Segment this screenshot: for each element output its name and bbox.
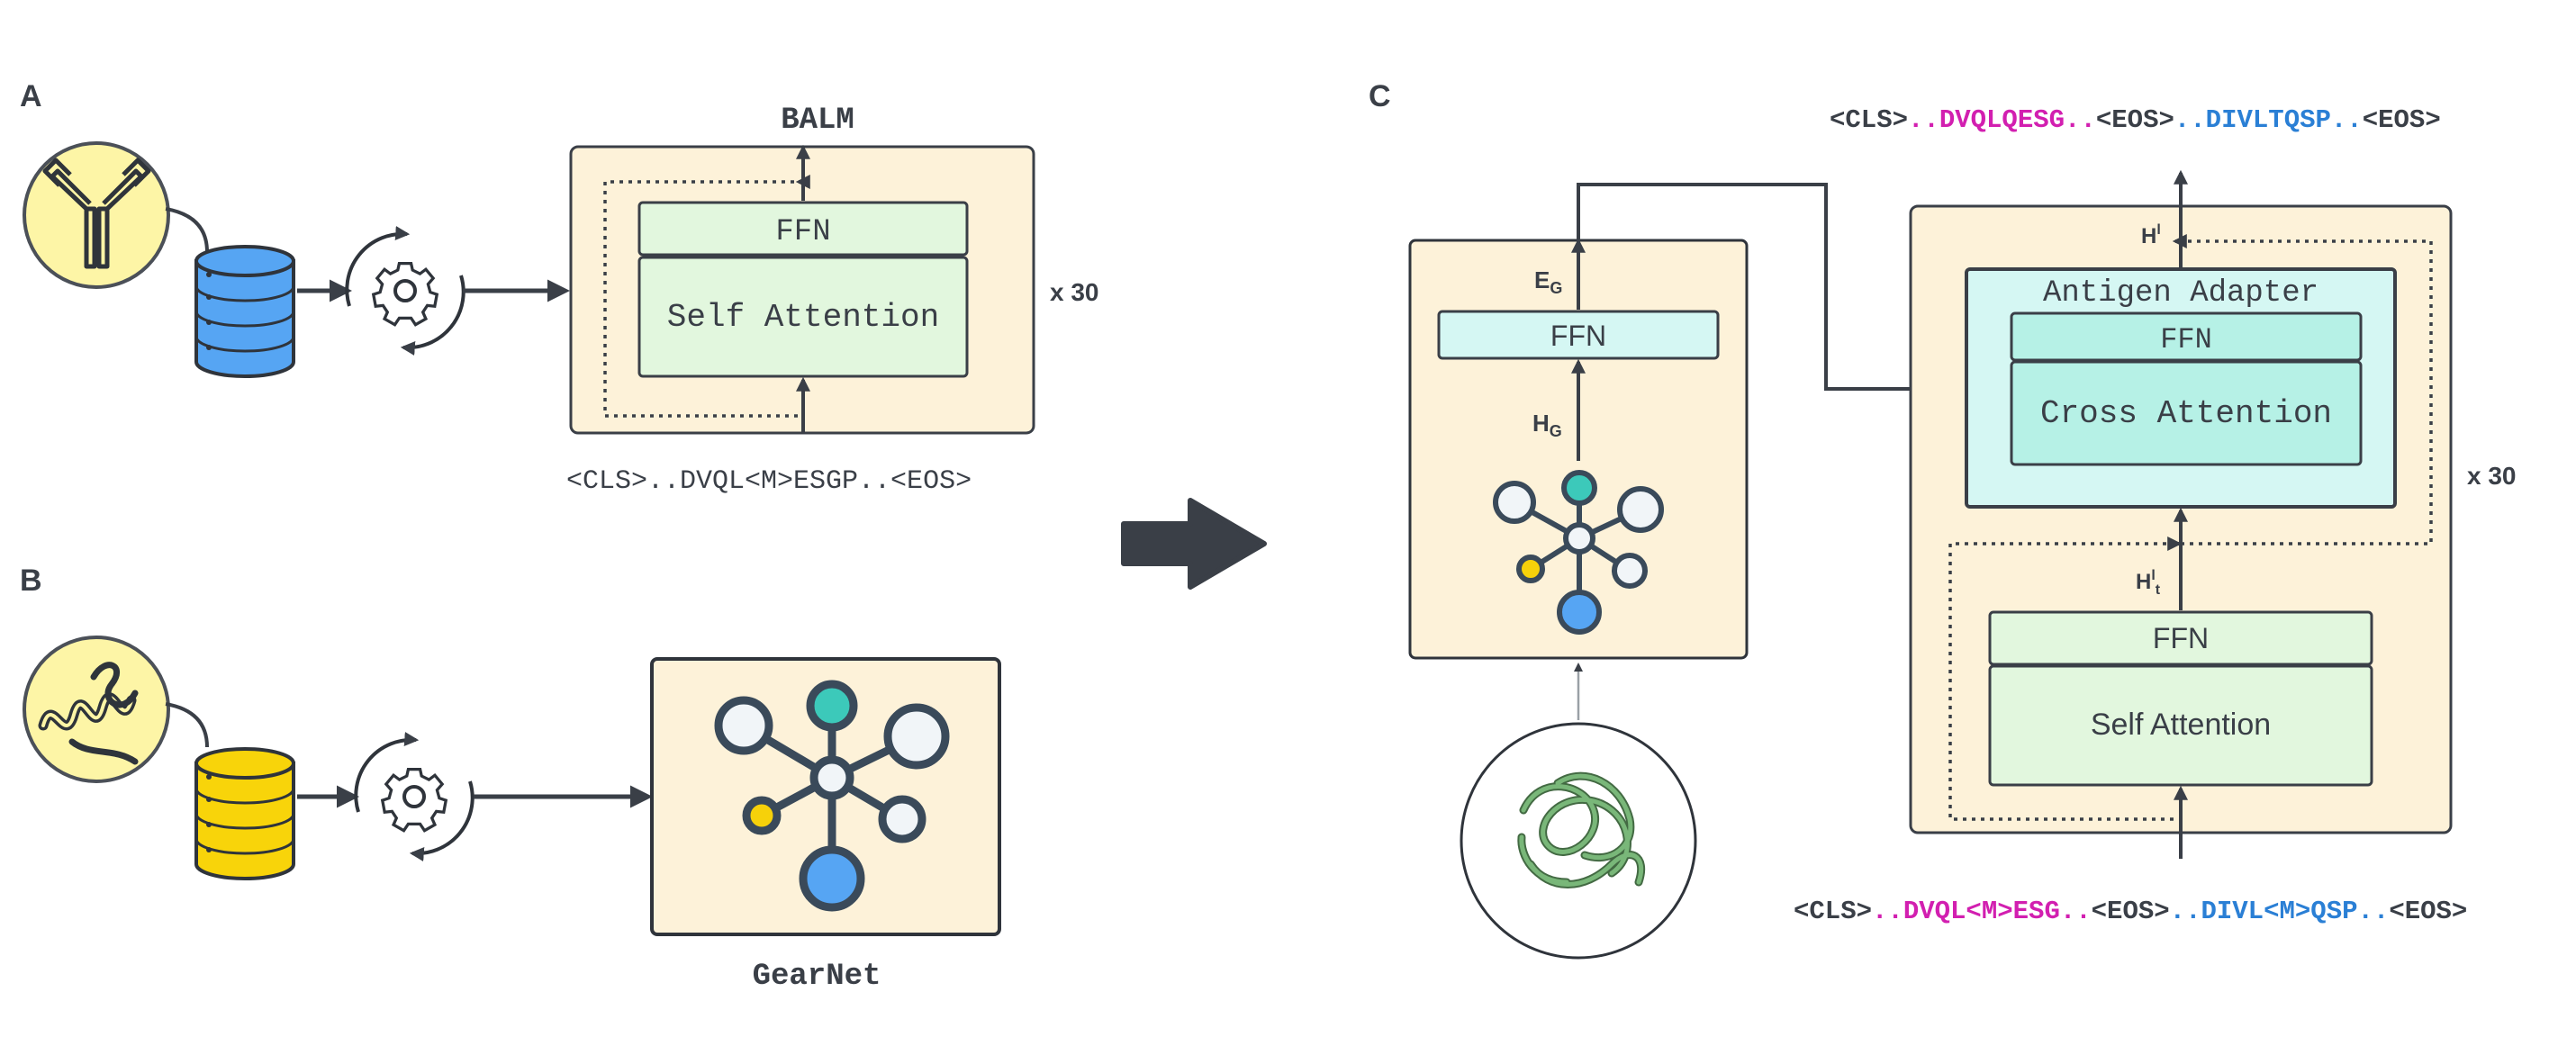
- balm-ffn-label: FFN: [775, 215, 830, 249]
- balm-self-attention: [637, 256, 969, 378]
- hl-label: Hl: [2141, 222, 2161, 248]
- cross-attention-label: Cross Attention: [2040, 395, 2332, 432]
- panel-label-c: C: [1369, 79, 1391, 113]
- antigen-structure-icon: [1460, 722, 1697, 960]
- graph-ffn: [1437, 310, 1720, 360]
- antibody-to-db-connector: [165, 207, 209, 253]
- hlt-label: Hlt: [2136, 568, 2161, 598]
- gearnet-title: GearNet: [753, 960, 881, 994]
- adapter-ffn: [2010, 311, 2363, 362]
- input-sequence: <CLS>..DVQL<M>ESG..<EOS>..DIVL<M>QSP..<E…: [1794, 897, 2467, 926]
- decoder-ffn-label: FFN: [2153, 622, 2209, 654]
- decoder-residual-connection: [1948, 239, 2433, 821]
- in-light: ..DIVL<M>QSP..: [2170, 897, 2390, 926]
- balm-input-sequence: <CLS>..DVQL<M>ESGP..<EOS>: [566, 466, 972, 497]
- balm-self-attention-label: Self Attention: [667, 299, 939, 336]
- balm-ffn: [637, 201, 969, 257]
- cross-attention: [2010, 360, 2363, 466]
- database-icon: [194, 747, 295, 880]
- graph-network-icon: [1493, 470, 1664, 635]
- balm-residual-connection: [603, 180, 803, 418]
- out-eos1: <EOS>: [2096, 105, 2174, 135]
- in-eos2: <EOS>: [2389, 897, 2467, 926]
- antigen-adapter-label: Antigen Adapter: [2043, 276, 2318, 311]
- out-cls: <CLS>: [1830, 105, 1908, 135]
- output-sequence: <CLS>..DVQLQESG..<EOS>..DIVLTQSP..<EOS>: [1830, 105, 2441, 135]
- protein-icon: [23, 636, 170, 783]
- right-arrow-icon: [1121, 498, 1267, 590]
- antibody-icon: [23, 141, 170, 289]
- in-eos1: <EOS>: [2092, 897, 2170, 926]
- gear-cycle-icon: [345, 226, 465, 356]
- decoder-repeat: x 30: [2467, 462, 2517, 490]
- out-eos2: <EOS>: [2363, 105, 2441, 135]
- decoder-self-attention: [1988, 664, 2373, 787]
- protein-to-db-connector: [165, 702, 209, 748]
- balm-title: BALM: [781, 104, 854, 138]
- graph-network-icon: [714, 680, 950, 912]
- gear-cycle-icon: [354, 732, 475, 861]
- decoder-self-attention-label: Self Attention: [2091, 708, 2271, 742]
- in-cls: <CLS>: [1794, 897, 1872, 926]
- graph-ffn-label: FFN: [1550, 320, 1606, 352]
- in-heavy: ..DVQL<M>ESG..: [1872, 897, 2092, 926]
- out-light: ..DIVLTQSP..: [2174, 105, 2363, 135]
- panel-label-b: B: [20, 564, 42, 598]
- out-heavy: ..DVQLQESG..: [1908, 105, 2096, 135]
- decoder-ffn: [1988, 610, 2373, 666]
- graph-to-adapter-connector: [1577, 183, 1961, 391]
- balm-repeat: x 30: [1050, 278, 1099, 306]
- eg-label: EG: [1534, 266, 1562, 297]
- panel-label-a: A: [20, 79, 42, 113]
- hg-label: HG: [1532, 410, 1562, 440]
- adapter-ffn-label: FFN: [2160, 323, 2212, 356]
- database-icon: [194, 245, 295, 378]
